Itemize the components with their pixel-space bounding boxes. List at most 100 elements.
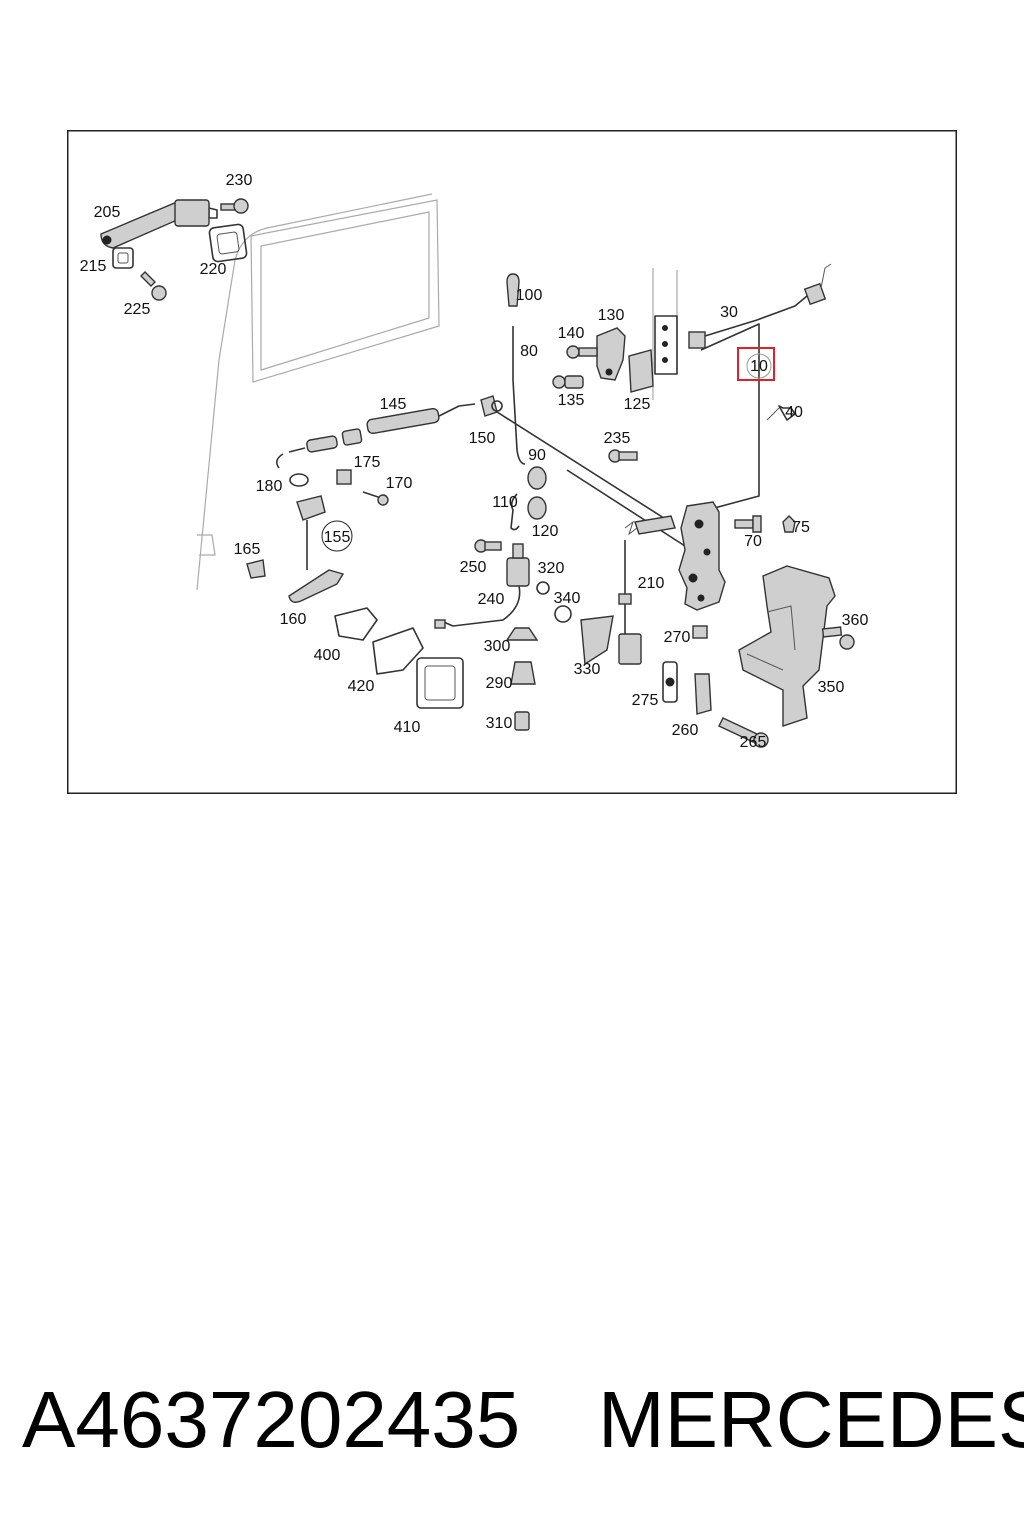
- brand-name: MERCEDES: [598, 1375, 1024, 1464]
- callout-340: 340: [554, 590, 581, 607]
- callout-230: 230: [226, 172, 253, 189]
- screw-140: [566, 345, 598, 359]
- clip-175: [336, 469, 352, 485]
- bracket-330: [580, 615, 614, 666]
- grommet-180: [289, 473, 309, 487]
- bracket-270: [692, 625, 708, 639]
- clip-40: [766, 405, 796, 421]
- screw-135: [552, 375, 584, 389]
- screw-250: [474, 539, 502, 553]
- callout-260: 260: [672, 722, 699, 739]
- washer-340: [554, 605, 572, 623]
- highlight-box: [737, 347, 775, 381]
- callout-270: 270: [664, 629, 691, 646]
- callout-175: 175: [354, 454, 381, 471]
- callout-10: 10: [750, 358, 768, 375]
- clip-110: [510, 493, 520, 531]
- bushing-90: [527, 466, 547, 490]
- gasket-220: [208, 223, 248, 263]
- part-number: A4637202435: [22, 1375, 521, 1464]
- bushing-120: [527, 496, 547, 520]
- callout-150: 150: [469, 430, 496, 447]
- callout-135: 135: [558, 392, 585, 409]
- callout-layer: 10 30 40 70 75 80 90 100 110 120 125 130 135 140 145 15…: [80, 172, 869, 751]
- switch-240: [434, 543, 530, 629]
- callout-265: 265: [740, 734, 767, 751]
- callout-160: 160: [280, 611, 307, 628]
- footer: A4637202435 MERCEDES: [0, 1370, 1024, 1480]
- callout-310: 310: [486, 715, 513, 732]
- bezel-155: [296, 495, 326, 521]
- callout-420: 420: [348, 678, 375, 695]
- washer-320: [536, 581, 550, 595]
- trim-400: [334, 607, 378, 641]
- callout-400: 400: [314, 647, 341, 664]
- striker-260: [694, 673, 712, 715]
- screw-235: [608, 449, 638, 463]
- callout-100: 100: [516, 287, 543, 304]
- callout-130: 130: [598, 307, 625, 324]
- connecting-rod-145: [275, 403, 476, 469]
- callout-155: 155: [324, 529, 351, 546]
- callout-290: 290: [486, 675, 513, 692]
- actuator-rod-to-lock: [496, 411, 686, 547]
- screw-230: [220, 198, 249, 214]
- callout-165: 165: [234, 541, 261, 558]
- callout-140: 140: [558, 325, 585, 342]
- inner-handle-160: [288, 569, 345, 603]
- plate-410: [416, 657, 464, 709]
- clip-165: [246, 559, 266, 579]
- cable-210: [618, 540, 632, 650]
- bolt-265: [718, 717, 769, 748]
- callout-70: 70: [744, 533, 762, 550]
- callout-240: 240: [478, 591, 505, 608]
- pad-near-330: [618, 633, 642, 665]
- callout-120: 120: [532, 523, 559, 540]
- handle-bolt: [140, 271, 167, 301]
- callout-30: 30: [720, 304, 738, 321]
- screw-360: [821, 626, 855, 650]
- plug-310: [514, 711, 530, 731]
- callout-145: 145: [380, 396, 407, 413]
- callout-170: 170: [386, 475, 413, 492]
- handle-gasket: [112, 247, 134, 269]
- callout-90: 90: [528, 447, 546, 464]
- callout-220: 220: [200, 261, 227, 278]
- callout-330: 330: [574, 661, 601, 678]
- callout-225: 225: [124, 301, 151, 318]
- callout-205: 205: [94, 204, 121, 221]
- callout-350: 350: [818, 679, 845, 696]
- bracket-130: [596, 327, 626, 381]
- callout-275: 275: [632, 692, 659, 709]
- outer-door-handle: [100, 199, 218, 249]
- callout-410: 410: [394, 719, 421, 736]
- callout-360: 360: [842, 612, 869, 629]
- grommet-300: [505, 627, 539, 641]
- callout-80: 80: [520, 343, 538, 360]
- rod-155: [306, 520, 353, 570]
- wiring-harness-30: [688, 263, 832, 511]
- grommet-290: [510, 661, 536, 685]
- callout-210: 210: [638, 575, 665, 592]
- parts-diagram: 10 30 40 70 75 80 90 100 110 120 125 130 135 140 145 15…: [67, 130, 957, 794]
- callout-75: 75: [792, 519, 810, 536]
- callout-circle-10: [746, 353, 772, 379]
- callout-215: 215: [80, 258, 107, 275]
- cover-350: [738, 565, 836, 727]
- clip-75: [782, 515, 796, 533]
- trim-420: [372, 627, 424, 675]
- callout-110: 110: [492, 494, 518, 511]
- callout-300: 300: [484, 638, 511, 655]
- callout-40: 40: [785, 404, 803, 421]
- lock-rod-80: [512, 326, 526, 465]
- door-lock-210: [624, 501, 726, 611]
- hinge-plate: [654, 315, 678, 375]
- callout-235: 235: [604, 430, 631, 447]
- cover-125: [628, 349, 654, 393]
- callout-180: 180: [256, 478, 283, 495]
- screw-170: [362, 491, 389, 506]
- callout-250: 250: [460, 559, 487, 576]
- gasket-275: [662, 661, 678, 703]
- callout-125: 125: [624, 396, 651, 413]
- screw-70: [734, 515, 762, 533]
